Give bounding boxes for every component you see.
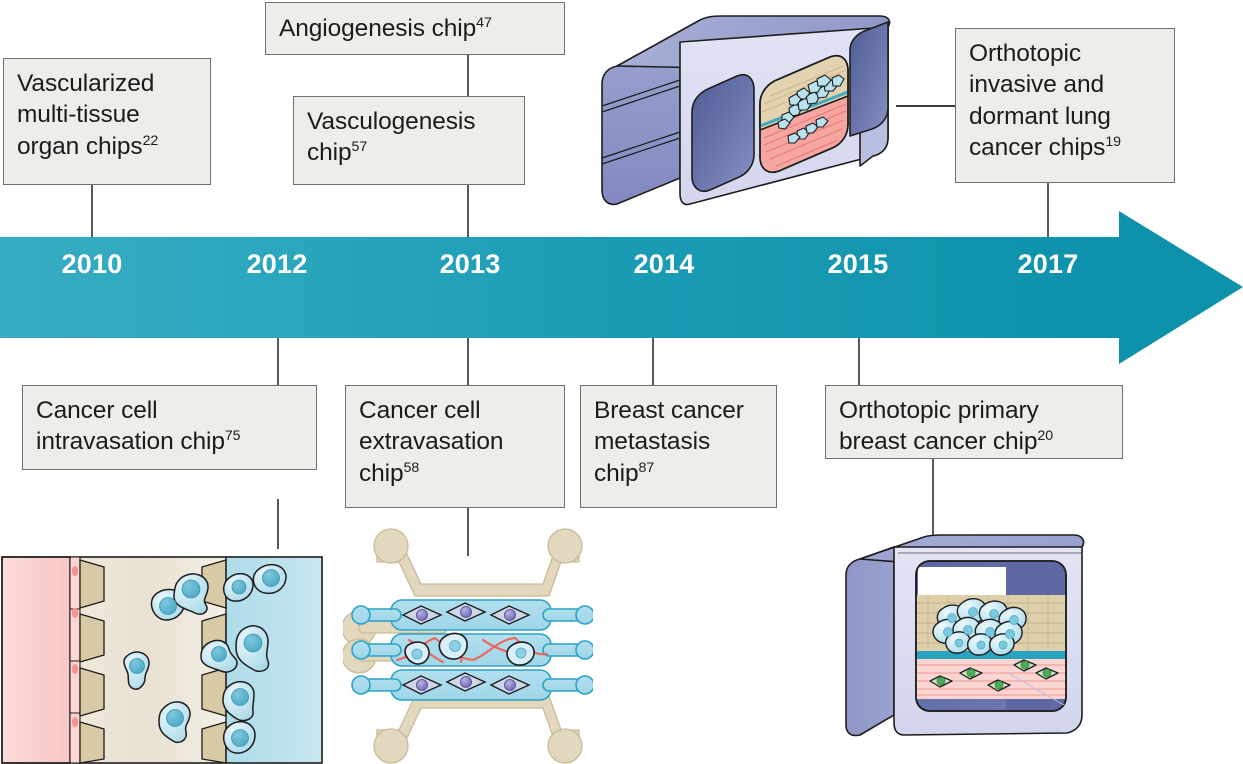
timeline-bar <box>0 237 1112 338</box>
timeline-arrowhead-icon <box>1109 211 1243 364</box>
timeline-year-2017: 2017 <box>1017 249 1079 279</box>
connector-extravasation-illustration <box>467 508 469 556</box>
connector-2010-top <box>91 185 93 239</box>
connector-angiogenesis-to-vasculogenesis <box>467 55 469 97</box>
breast-cancer-chip-illustration <box>845 534 1085 737</box>
timeline-year-2014: 2014 <box>633 249 695 279</box>
timeline-year-2012: 2012 <box>246 249 308 279</box>
connector-2017-top <box>1047 183 1049 239</box>
connector-intravasation-illustration <box>277 499 279 549</box>
timeline-year-2010: 2010 <box>61 249 123 279</box>
label-angiogenesis-chip[interactable]: Angiogenesis chip47 <box>265 2 565 55</box>
timeline-year-2015: 2015 <box>827 249 889 279</box>
connector-2013-bottom <box>467 336 469 386</box>
timeline-year-2013: 2013 <box>439 249 501 279</box>
label-text: Angiogenesis chip47 <box>279 14 492 42</box>
extravasation-chip-illustration <box>343 528 593 764</box>
connector-2015-bottom <box>858 336 860 386</box>
lung-cancer-chip-illustration <box>601 15 891 206</box>
connector-2012-bottom <box>277 336 279 386</box>
connector-lung-chip-illustration <box>896 105 956 107</box>
connector-2013-top <box>467 184 469 239</box>
connector-2014-bottom <box>652 336 654 386</box>
connector-breast-cancer-illustration <box>932 459 934 537</box>
intravasation-chip-illustration <box>1 556 323 764</box>
